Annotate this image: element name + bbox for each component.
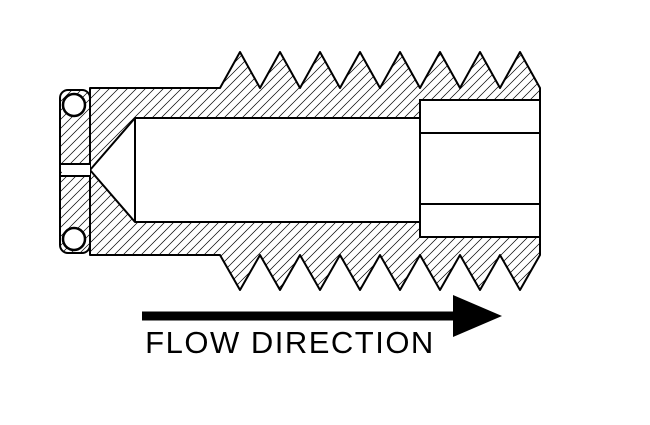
flow-arrow-head [453,295,502,337]
flow-direction-label: FLOW DIRECTION [145,325,435,360]
center-bore [89,117,421,223]
o-ring-bottom [61,226,87,252]
inlet-orifice [62,164,90,176]
hex-socket [419,99,541,238]
o-ring-top [61,92,87,118]
